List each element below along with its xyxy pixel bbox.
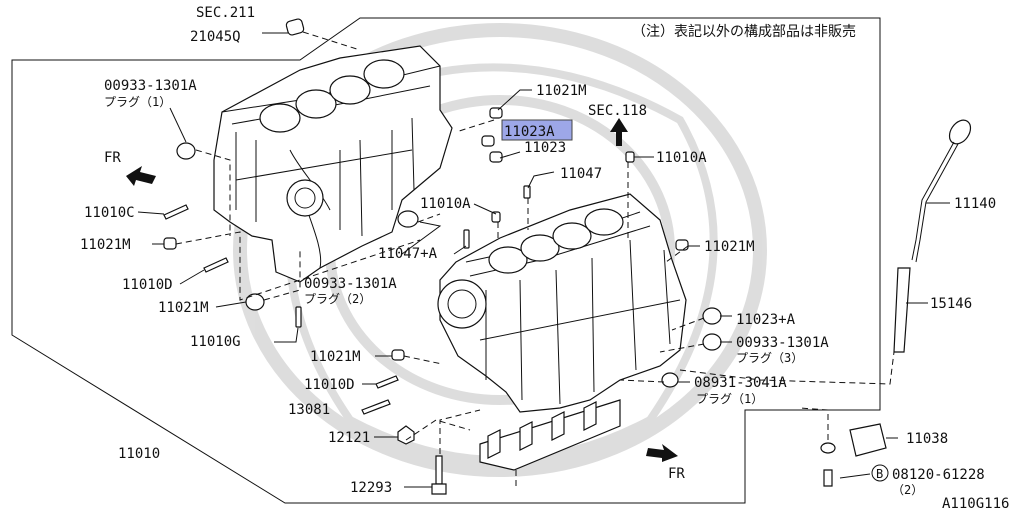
label-sec-211[interactable]: SEC.211: [196, 5, 255, 21]
label-08931[interactable]: 08931-3041A: [694, 375, 787, 391]
leader-lines: [137, 32, 950, 488]
label-11010[interactable]: 11010: [118, 446, 160, 462]
oil-dipstick: [911, 119, 972, 263]
figure-code: A110G116: [942, 496, 1009, 511]
label-11047[interactable]: 11047: [560, 166, 602, 182]
label-11023a-highlighted[interactable]: 11023A: [504, 124, 555, 140]
label-00933-plug-2[interactable]: 00933-1301A: [304, 276, 397, 292]
label-00933-plug-1[interactable]: 00933-1301A: [104, 78, 197, 94]
cylinder-block-rear-view: [213, 45, 453, 283]
label-11140[interactable]: 11140: [954, 196, 996, 212]
label-00933-plug-3[interactable]: 00933-1301A: [736, 335, 829, 351]
label-11023[interactable]: 11023: [524, 140, 566, 156]
small-parts: [163, 18, 887, 495]
label-08931-sub: プラグ（1）: [696, 392, 763, 406]
note-not-sold: （注）表記以外の構成部品は非販売: [632, 23, 856, 40]
label-13081[interactable]: 13081: [288, 402, 330, 418]
label-08120-sub: （2）: [892, 483, 923, 497]
assembly-frame: [11, 17, 881, 504]
label-21045q[interactable]: 21045Q: [190, 29, 241, 45]
label-11021m-right[interactable]: 11021M: [704, 239, 755, 255]
highlight-box-11023a: [501, 119, 573, 141]
label-11010c[interactable]: 11010C: [84, 205, 135, 221]
label-12121[interactable]: 12121: [328, 430, 370, 446]
label-fr-bottom: FR: [668, 466, 685, 482]
label-11021m-lower-left[interactable]: 11021M: [158, 300, 209, 316]
label-08120-prefix: B: [876, 467, 883, 481]
label-11010d-left[interactable]: 11010D: [122, 277, 173, 293]
label-15146[interactable]: 15146: [930, 296, 972, 312]
assembly-dashed-lines: [175, 31, 895, 490]
label-11023a-right[interactable]: 11023+A: [736, 312, 796, 328]
label-fr-top: FR: [104, 150, 121, 166]
front-arrow-bottom-icon: [646, 444, 678, 462]
label-00933-plug-2-sub: プラグ（2）: [304, 292, 371, 306]
label-11047a[interactable]: 11047+A: [378, 246, 438, 262]
label-11010g[interactable]: 11010G: [190, 334, 241, 350]
label-11021m-lower[interactable]: 11021M: [310, 349, 361, 365]
label-11038[interactable]: 11038: [906, 431, 948, 447]
label-00933-plug-3-sub: プラグ（3）: [736, 351, 803, 365]
label-00933-plug-1-sub: プラグ（1）: [104, 95, 171, 109]
label-sec-118[interactable]: SEC.118: [588, 103, 647, 119]
label-11010a-right[interactable]: 11010A: [656, 150, 707, 166]
label-11010a-left[interactable]: 11010A: [420, 196, 471, 212]
label-11021m-left[interactable]: 11021M: [80, 237, 131, 253]
label-08120[interactable]: 08120-61228: [892, 467, 985, 483]
cylinder-block-front-view: [437, 193, 687, 413]
oil-pan-lower: [479, 399, 621, 471]
circled-b-icon: [871, 464, 889, 482]
dipstick-guide-tube: [893, 267, 911, 353]
label-11021m-top[interactable]: 11021M: [536, 83, 587, 99]
label-11010d-lower[interactable]: 11010D: [304, 377, 355, 393]
label-12293[interactable]: 12293: [350, 480, 392, 496]
front-arrow-top-icon: [126, 166, 156, 186]
section-arrow-up: [610, 118, 628, 146]
